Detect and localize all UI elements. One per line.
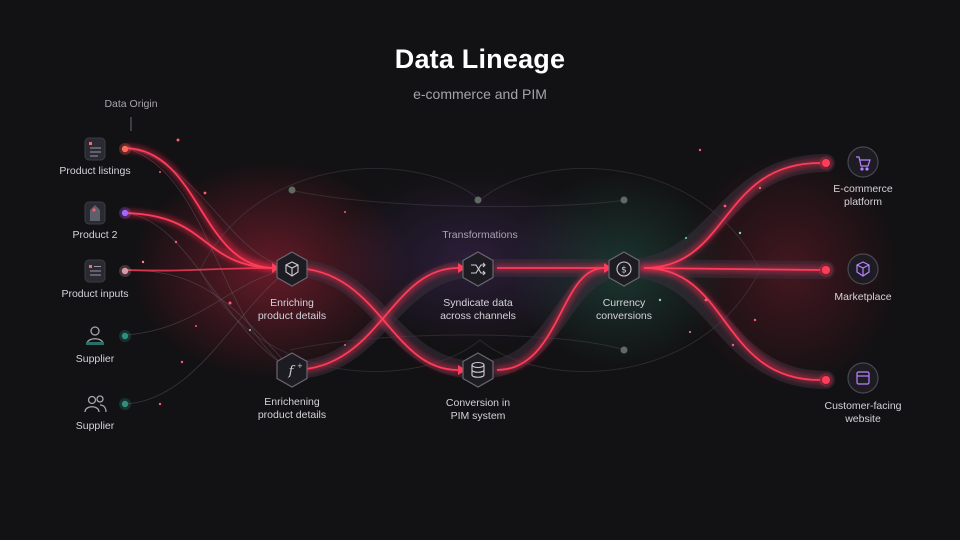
source-label: Product 2 [72,229,118,241]
diagram-subtitle: e-commerce and PIM [413,86,547,102]
flow-currency-to-marketplace [643,267,821,271]
target-dot [822,266,830,274]
step-label-line: product details [257,310,327,322]
database-icon [471,361,485,378]
source-label: Supplier [75,420,115,432]
cart-icon [856,156,871,171]
step-label-line: across channels [440,310,516,322]
person-icon [86,326,104,345]
flow-enrichen-to-syndicate [291,267,459,371]
target-label-line: E-commerce [833,183,893,195]
flow-currency-to-ecommerce [643,162,821,269]
particles [141,138,762,406]
target-label: Marketplace [808,291,918,304]
diagram-title: Data Lineage [394,44,566,74]
arrowhead [272,263,280,273]
step-label-line: conversions [595,310,653,322]
step-enriching [276,251,308,287]
target-label: Customer-facing website [808,400,918,426]
source-dot [121,209,129,217]
source-dot [121,332,129,340]
step-label-line: PIM system [450,410,506,422]
step-label: Enriching product details [232,297,352,323]
svg-text:$: $ [621,266,627,276]
step-label-line: Currency [602,297,646,309]
transformations-label: Transformations [442,229,518,241]
step-label-line: Enriching [270,297,314,309]
source-dots [119,143,131,410]
flow-currency-to-website [643,267,821,381]
step-label-line: Syndicate data [443,297,513,309]
target-dots [819,156,833,387]
step-enrichening: f + [276,352,308,388]
step-pim [462,352,494,388]
step-label-line: Conversion in [445,397,511,409]
source-icons [84,137,107,413]
junction-dot [288,186,296,194]
source-label: Supplier [75,353,115,365]
source-dot [121,267,129,275]
people-icon [84,395,107,413]
source-dot [121,145,129,153]
source-label: Product listings [59,165,131,177]
target-dot [822,376,830,384]
svg-text:+: + [297,362,303,370]
step-currency: $ [608,251,640,287]
shuffle-icon [471,262,486,276]
source-dot [121,400,129,408]
target-label-line: Marketplace [834,291,892,303]
window-icon [856,371,870,385]
target-label: E-commerce platform [808,183,918,209]
target-label-line: website [845,413,881,425]
tag-icon [84,201,106,225]
flow-inputs-to-enrich [124,267,273,272]
target-dot [822,159,830,167]
step-syndicate [462,251,494,287]
flow-listings-to-enrich [124,147,273,269]
step-label-line: product details [257,409,327,421]
junction-dot [474,196,482,204]
target-label-line: platform [844,196,882,208]
document-icon [84,137,106,161]
flow-pim-to-currency [496,267,605,371]
flow-lines [124,147,821,381]
target-icons [847,146,879,394]
source-thin-lines [124,147,293,405]
box-icon [856,261,870,277]
flow-product2-to-enrich [124,212,273,269]
data-origin-label: Data Origin [104,98,158,110]
target-label-line: Customer-facing [824,400,902,412]
junction-dots [288,186,628,354]
arrowhead [458,263,466,273]
list-icon [84,259,106,283]
function-icon: f [288,364,296,379]
arrowheads [272,263,612,375]
source-label: Product inputs [61,288,129,300]
step-label-line: Enrichening [264,396,320,408]
step-hexagons: f + $ [276,251,640,388]
arrowhead [604,263,612,273]
cube-icon [285,261,299,277]
junction-dot [620,196,628,204]
step-label: Currency conversions [564,297,684,323]
step-label: Conversion in PIM system [418,397,538,423]
junction-dot [620,346,628,354]
step-label: Enrichening product details [232,396,352,422]
dollar-icon [616,261,632,277]
step-label: Syndicate data across channels [418,297,538,323]
arrowhead [458,365,466,375]
